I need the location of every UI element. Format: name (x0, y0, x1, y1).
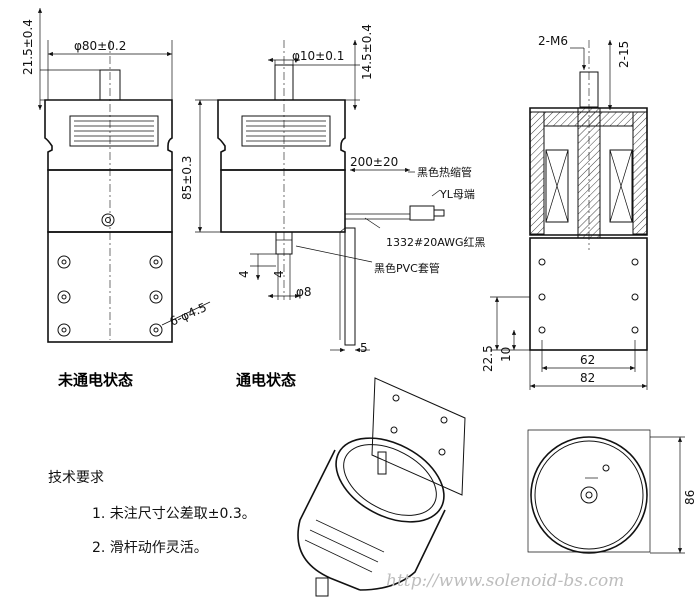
callout-wire: 1332#20AWG红黑 (386, 236, 486, 249)
isometric-view (297, 377, 466, 597)
caption-on-state: 通电状态 (236, 371, 296, 389)
dim-14-5: 14.5±0.4 (360, 24, 374, 80)
watermark-url: http://www.solenoid-bs.com (386, 571, 624, 591)
dim-85: 85±0.3 (180, 156, 194, 200)
dim-21-5: 21.5±0.4 (21, 19, 35, 75)
mounting-hole-group-left (57, 255, 163, 337)
dim-4b: 4 (272, 270, 286, 278)
callout-yl-terminal: YL母端 (439, 188, 475, 201)
requirements-title: 技术要求 (48, 470, 104, 486)
front-view-powered (195, 40, 445, 353)
dim-10: φ10±0.1 (292, 49, 344, 63)
dim-10b: 10 (499, 347, 513, 362)
dim-holes: 6-φ4.5 (168, 300, 209, 329)
dim-m6: 2-M6 (538, 34, 568, 48)
dim-2-15: 2-15 (617, 41, 631, 68)
bottom-view (527, 429, 685, 554)
dim-200: 200±20 (350, 155, 398, 169)
dim-8: φ8 (296, 285, 312, 299)
dim-82: 82 (580, 371, 595, 385)
requirement-1: 1. 未注尺寸公差取±0.3。 (92, 506, 256, 522)
section-view (490, 40, 648, 390)
front-view-unpowered (37, 8, 211, 343)
dim-62: 62 (580, 353, 595, 367)
dim-5: 5 (360, 341, 368, 355)
requirement-2: 2. 滑杆动作灵活。 (92, 539, 208, 556)
dim-22-5: 22.5 (481, 345, 495, 372)
dim-80: φ80±0.2 (74, 39, 126, 53)
callout-heat-shrink: 黑色热缩管 (417, 165, 472, 179)
dim-4a: 4 (237, 270, 251, 278)
callout-pvc-sleeve: 黑色PVC套管 (374, 261, 440, 275)
caption-off-state: 未通电状态 (57, 371, 133, 389)
dim-86: 86 (683, 490, 697, 505)
